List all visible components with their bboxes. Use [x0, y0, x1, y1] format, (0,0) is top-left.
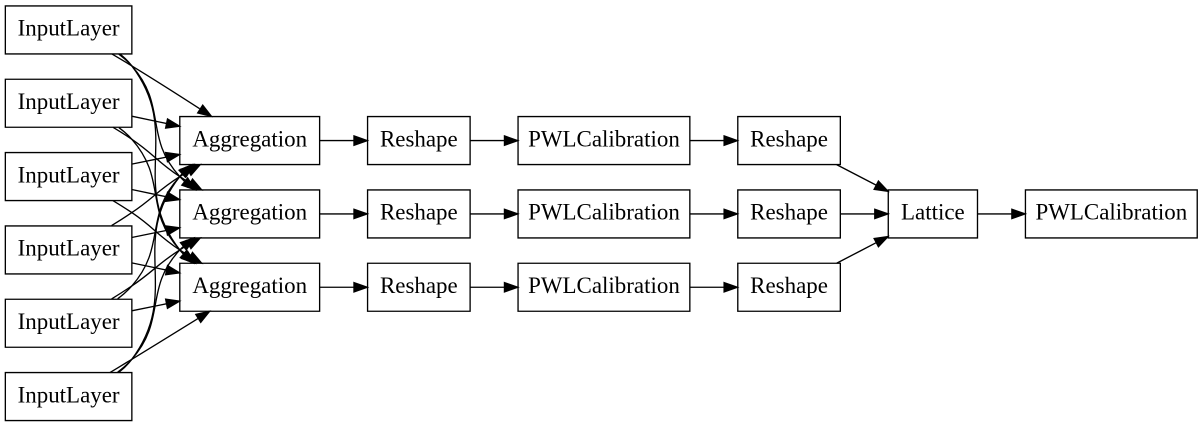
svg-text:Reshape: Reshape — [380, 200, 458, 225]
svg-text:Reshape: Reshape — [750, 273, 828, 298]
svg-text:InputLayer: InputLayer — [18, 382, 120, 407]
svg-text:Reshape: Reshape — [750, 126, 828, 151]
svg-text:Aggregation: Aggregation — [192, 200, 307, 225]
svg-text:InputLayer: InputLayer — [18, 236, 120, 261]
svg-text:Reshape: Reshape — [380, 126, 458, 151]
svg-text:Aggregation: Aggregation — [192, 126, 307, 151]
svg-text:InputLayer: InputLayer — [18, 309, 120, 334]
svg-text:InputLayer: InputLayer — [18, 89, 120, 114]
svg-text:InputLayer: InputLayer — [18, 16, 120, 41]
svg-text:PWLCalibration: PWLCalibration — [1035, 200, 1187, 225]
svg-text:Reshape: Reshape — [380, 273, 458, 298]
svg-text:PWLCalibration: PWLCalibration — [528, 273, 680, 298]
svg-text:Aggregation: Aggregation — [192, 273, 307, 298]
svg-text:Reshape: Reshape — [750, 200, 828, 225]
svg-text:Lattice: Lattice — [901, 200, 965, 225]
svg-text:PWLCalibration: PWLCalibration — [528, 126, 680, 151]
svg-text:InputLayer: InputLayer — [18, 162, 120, 187]
svg-text:PWLCalibration: PWLCalibration — [528, 200, 680, 225]
